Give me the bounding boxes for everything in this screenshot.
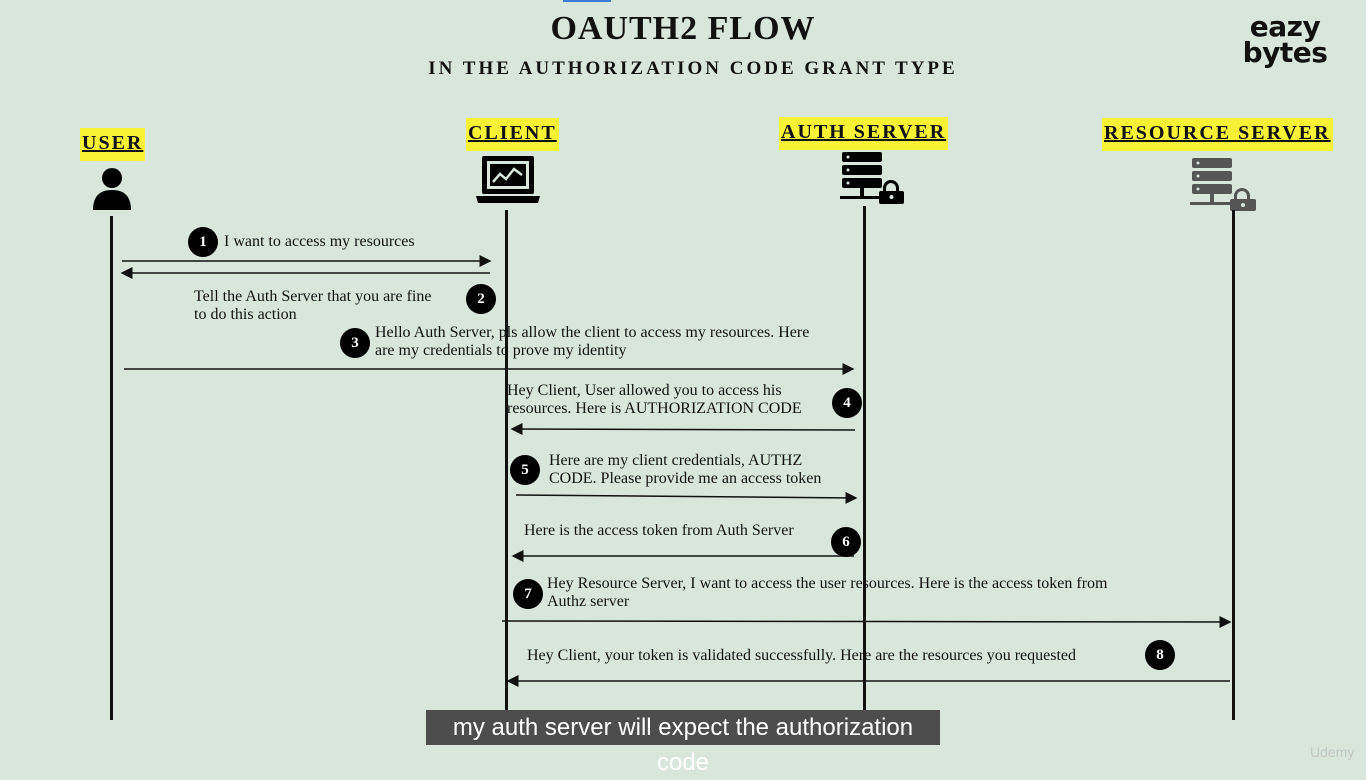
message-line: are my credentials to prove my identity [375,342,627,359]
message-text-5: Here are my client credentials, AUTHZ CO… [549,452,821,488]
user-icon [93,168,131,210]
message-line: Hello Auth Server, pls allow the client … [375,324,810,341]
lifeline-resource-server [1232,210,1235,720]
message-line: Hey Client, User allowed you to access h… [507,382,782,399]
video-caption: my auth server will expect the authoriza… [426,710,940,776]
message-line: Here is the access token from Auth Serve… [524,522,794,539]
lifeline-client [505,210,508,720]
slide-title: OAUTH2 FLOW [550,10,816,47]
message-text-2: Tell the Auth Server that you are fine t… [194,288,431,324]
actor-label-client: CLIENT [466,118,559,151]
actor-label-auth-server: AUTH SERVER [779,117,949,150]
arrow-step-4 [510,423,856,436]
lifeline-user [110,216,113,720]
message-line: resources. Here is AUTHORIZATION CODE [507,400,802,417]
actor-label-resource-server: RESOURCE SERVER [1102,118,1333,151]
logo-line-1: eazy [1249,10,1321,43]
step-badge-8: 8 [1145,640,1175,670]
resource-server-locked-icon [1190,158,1256,211]
step-badge-1: 1 [188,227,218,257]
eazybytes-logo: eazy bytes [1240,10,1330,69]
auth-server-locked-icon [840,152,904,204]
message-line: CODE. Please provide me an access token [549,470,822,487]
laptop-icon [476,156,540,203]
message-line: Authz server [547,593,630,610]
actor-label-user: USER [80,128,146,161]
top-progress-mark [563,0,611,2]
message-text-6: Here is the access token from Auth Serve… [524,522,794,540]
step-badge-7: 7 [513,579,543,609]
lifeline-auth-server [863,206,866,720]
step-badge-3: 3 [340,328,370,358]
step-badge-5: 5 [510,455,540,485]
slide-subtitle: IN THE AUTHORIZATION CODE GRANT TYPE [428,58,958,79]
message-text-4: Hey Client, User allowed you to access h… [507,382,802,418]
message-line: to do this action [194,306,297,323]
step-badge-4: 4 [832,388,862,418]
message-text-3: Hello Auth Server, pls allow the client … [375,324,809,360]
arrow-step-5 [515,491,858,504]
message-text-7: Hey Resource Server, I want to access th… [547,575,1107,611]
arrow-step-7 [501,615,1232,628]
message-line: Hey Resource Server, I want to access th… [547,575,1108,592]
message-line: Hey Client, your token is validated succ… [527,647,1076,664]
message-line: Tell the Auth Server that you are fine [194,288,432,305]
logo-line-2: bytes [1242,36,1328,69]
message-text-1: I want to access my resources [224,233,415,251]
udemy-watermark: Udemy [1310,744,1355,760]
message-text-8: Hey Client, your token is validated succ… [527,647,1076,665]
message-line: Here are my client credentials, AUTHZ [549,452,803,469]
step-badge-2: 2 [466,284,496,314]
step-badge-6: 6 [831,527,861,557]
message-line: I want to access my resources [224,233,415,250]
